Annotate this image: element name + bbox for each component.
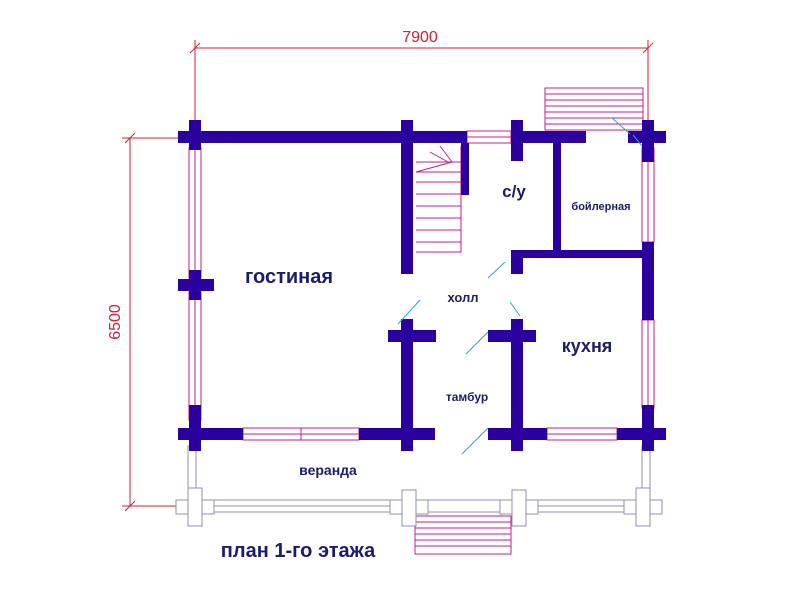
walls: [178, 120, 666, 451]
doors: [397, 117, 643, 455]
room-label-bathroom: с/у: [502, 182, 526, 201]
room-label-kitchen: кухня: [562, 336, 613, 356]
room-label-living: гостиная: [245, 266, 333, 288]
height-dimension: 6500: [107, 304, 124, 340]
dimension-lines: [122, 40, 654, 512]
width-dimension: 7900: [402, 29, 438, 46]
room-label-veranda: веранда: [299, 462, 357, 478]
porch-steps-top: [544, 87, 644, 131]
room-label-boiler: бойлерная: [571, 201, 630, 213]
staircase: [415, 145, 462, 253]
plan-title: план 1-го этажа: [221, 540, 376, 562]
veranda-outline: [175, 445, 663, 527]
room-label-vestibule: тамбур: [446, 390, 488, 404]
entrance-steps: [414, 515, 512, 555]
room-label-hall: холл: [447, 290, 478, 305]
